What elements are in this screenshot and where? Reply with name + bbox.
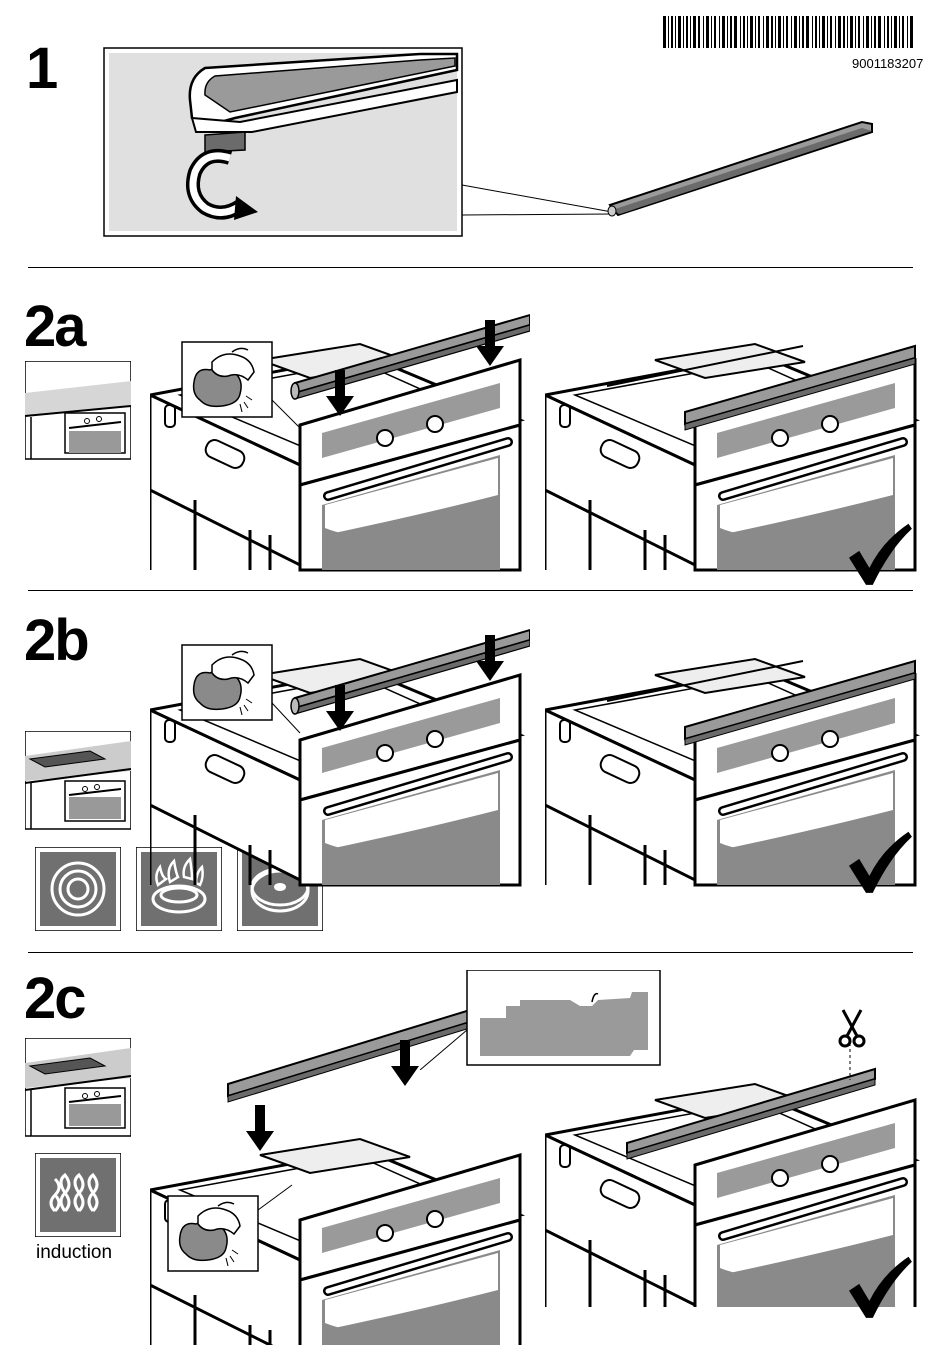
thumb-cooktop-2b (25, 731, 131, 831)
step-number-2c: 2c (24, 970, 85, 1028)
down-arrow-icon (246, 1105, 274, 1151)
thumb-worktop-2a (25, 361, 131, 461)
divider (28, 590, 913, 591)
scissors-icon (835, 1008, 869, 1050)
induction-label: induction (36, 1242, 112, 1264)
step-number-2b: 2b (24, 612, 88, 670)
thumb-cooktop-2c (25, 1038, 131, 1138)
step2b-before-illustration (150, 615, 530, 887)
divider (28, 952, 913, 953)
step1-detail-view (0, 40, 950, 250)
electric-radiant-hob-icon (35, 847, 121, 931)
checkmark-icon (843, 1255, 923, 1323)
step-number-2a: 2a (24, 298, 85, 356)
step2a-before-illustration (150, 300, 530, 572)
checkmark-icon (843, 522, 923, 590)
cleaning-cloth-icon (168, 1196, 258, 1271)
divider (28, 267, 913, 268)
cleaning-cloth-icon (182, 342, 272, 417)
checkmark-icon (843, 830, 923, 898)
cleaning-cloth-icon (182, 645, 272, 720)
induction-coil-icon (35, 1153, 121, 1237)
